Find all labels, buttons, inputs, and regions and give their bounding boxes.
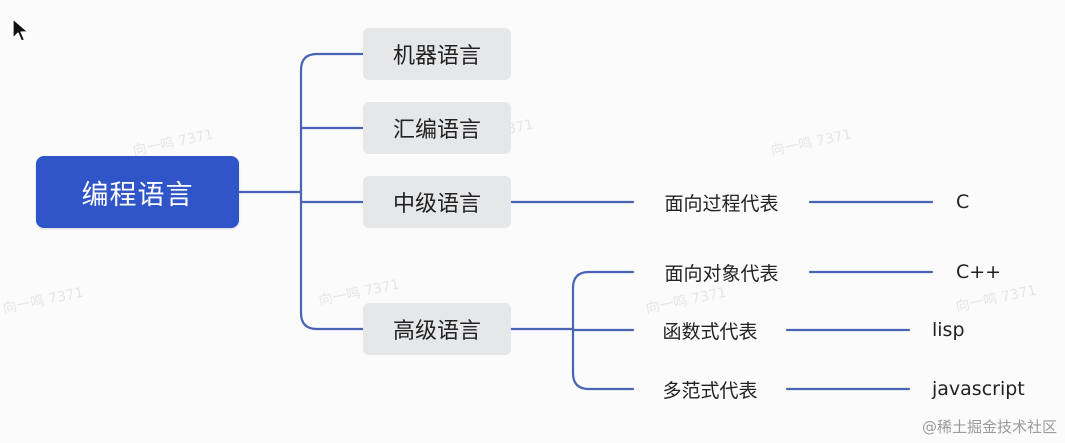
node-functional[interactable]: 函数式代表 (662, 320, 758, 343)
node-middle-language[interactable]: 中级语言 (363, 176, 511, 228)
site-credit: @稀土掘金技术社区 (921, 418, 1057, 436)
node-assembly-language[interactable]: 汇编语言 (363, 102, 511, 154)
node-cpp[interactable]: C++ (956, 261, 1002, 283)
node-procedural[interactable]: 面向过程代表 (664, 192, 779, 215)
node-c[interactable]: C (956, 191, 970, 213)
root-node[interactable]: 编程语言 (36, 156, 239, 228)
connector-spine (299, 52, 365, 331)
node-high-language[interactable]: 高级语言 (363, 303, 511, 355)
mouse-pointer-icon (12, 18, 29, 42)
node-object-oriented[interactable]: 面向对象代表 (664, 262, 779, 285)
node-machine-language[interactable]: 机器语言 (363, 28, 511, 80)
node-multi-paradigm[interactable]: 多范式代表 (662, 379, 758, 402)
node-lisp[interactable]: lisp (932, 319, 965, 341)
node-javascript[interactable]: javascript (932, 378, 1025, 400)
